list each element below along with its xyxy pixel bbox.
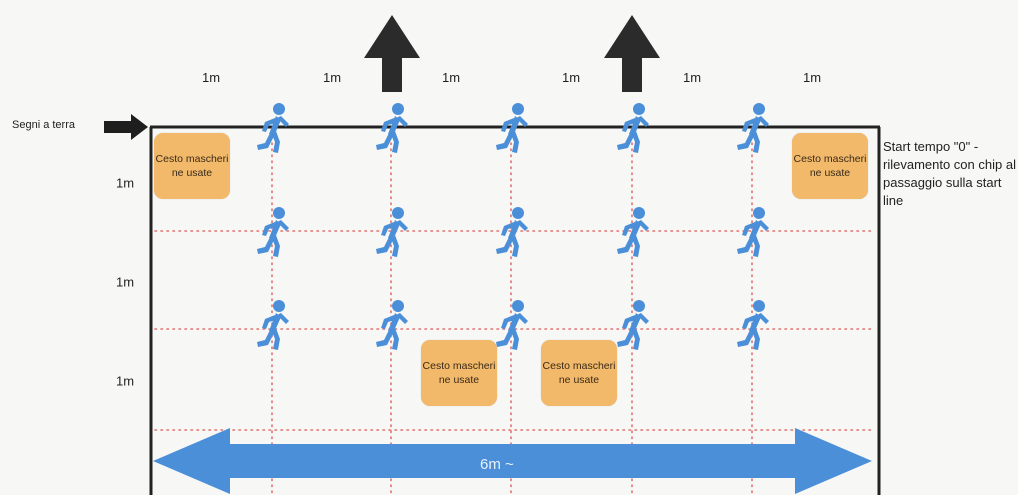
running-person-icon <box>376 207 408 257</box>
used-mask-basket: Cesto mascheri ne usate <box>154 133 230 199</box>
width-arrow-icon <box>153 428 872 494</box>
running-person-icon <box>737 300 769 350</box>
running-person-icon <box>617 207 649 257</box>
running-person-icon <box>496 300 528 350</box>
width-label: 6m ~ <box>480 456 514 473</box>
dimension-label: 1m <box>201 70 221 85</box>
dimension-label: 1m <box>116 175 135 191</box>
arrow-up-icon <box>604 15 660 92</box>
dimension-label: 1m <box>322 70 342 85</box>
running-person-icon <box>617 300 649 350</box>
runners <box>257 103 769 350</box>
ground-marks-arrow-icon <box>104 114 148 140</box>
running-person-icon <box>496 207 528 257</box>
running-person-icon <box>737 207 769 257</box>
dimension-label: 1m <box>116 373 135 389</box>
start-note: Start tempo "0" - rilevamento con chip a… <box>883 139 1016 208</box>
dimension-label: 1m <box>441 70 461 85</box>
running-person-icon <box>257 207 289 257</box>
dimension-label: 1m <box>561 70 581 85</box>
dimension-label: 1m <box>802 70 822 85</box>
used-mask-basket: Cesto mascheri ne usate <box>541 340 617 406</box>
dimension-label: 1m <box>682 70 702 85</box>
used-mask-basket: Cesto mascheri ne usate <box>792 133 868 199</box>
ground-marks-label: Segni a terra <box>12 119 75 131</box>
arrow-up-icon <box>364 15 420 92</box>
used-mask-basket: Cesto mascheri ne usate <box>421 340 497 406</box>
running-person-icon <box>376 300 408 350</box>
running-person-icon <box>257 300 289 350</box>
dimension-label: 1m <box>116 274 135 290</box>
